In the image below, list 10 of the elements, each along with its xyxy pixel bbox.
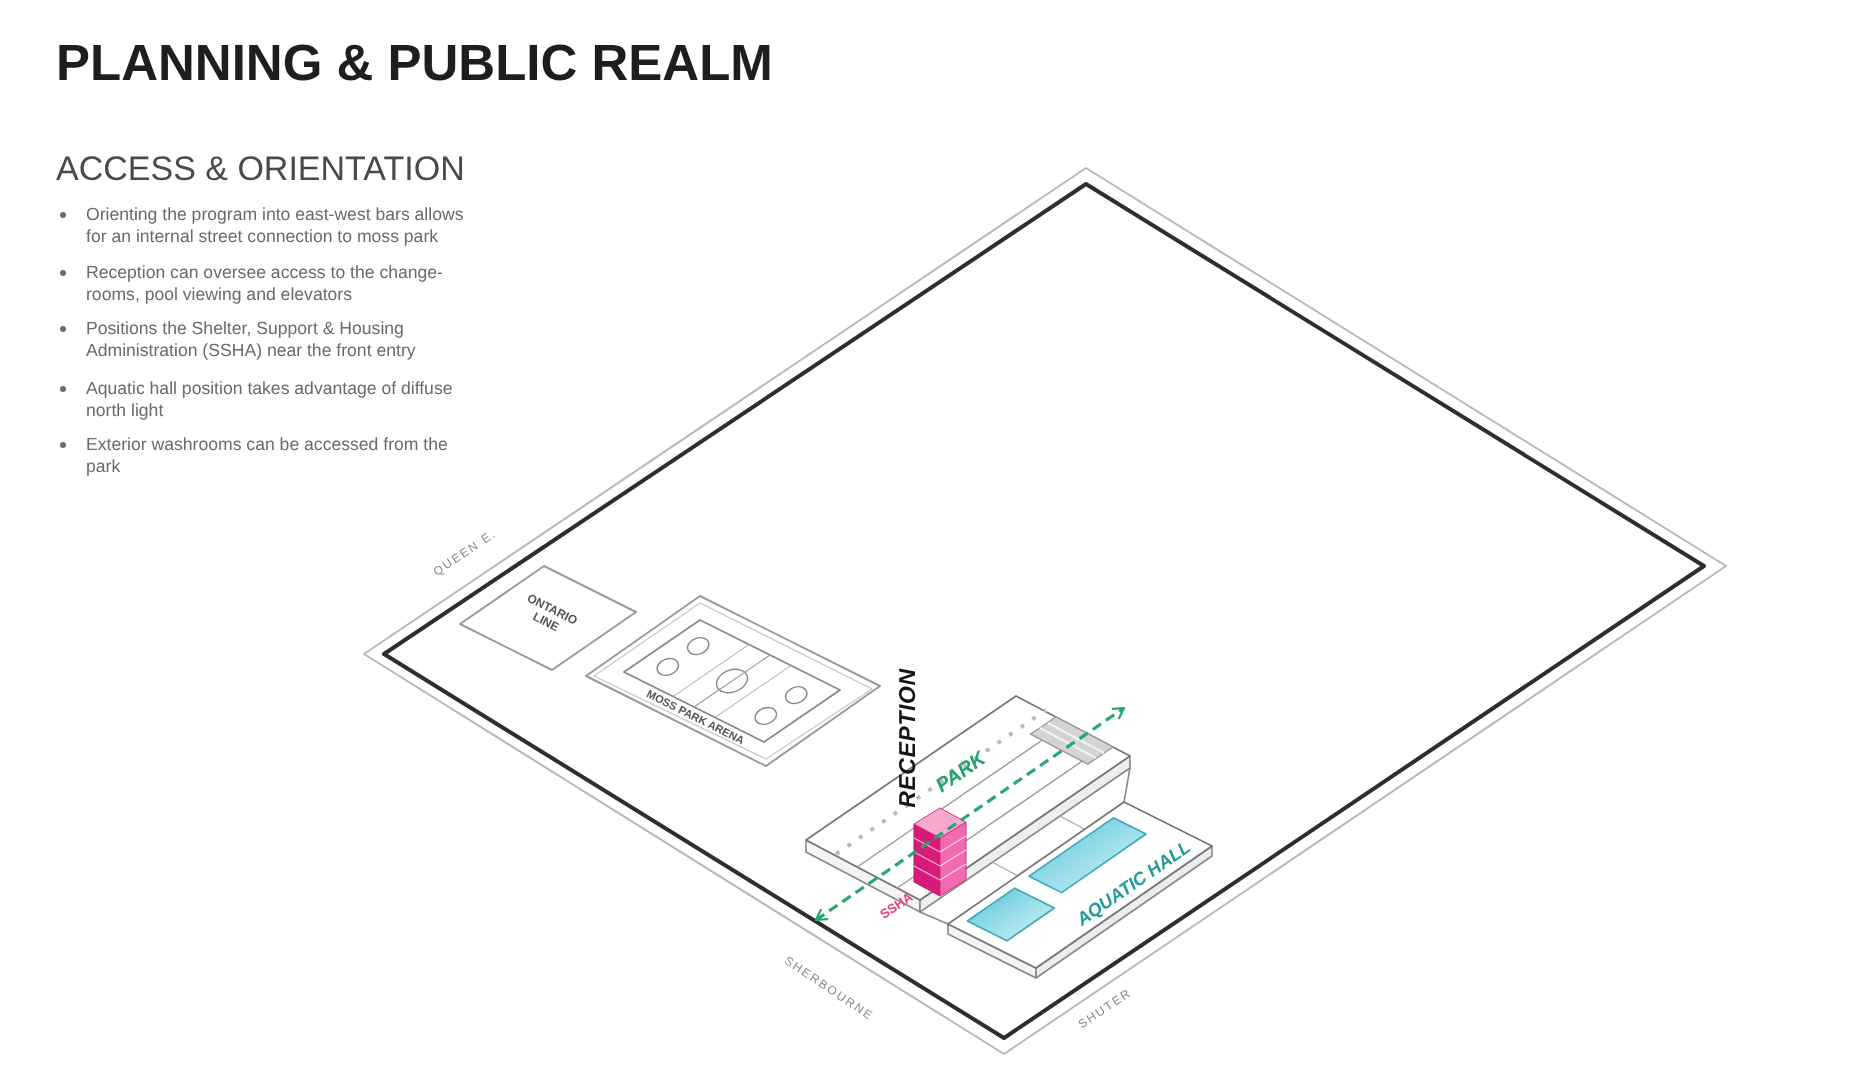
- aquatic-hall-building: [944, 796, 1216, 984]
- page-title: PLANNING & PUBLIC REALM: [56, 36, 773, 95]
- section-heading: ACCESS & ORIENTATION: [56, 150, 465, 190]
- area-label: RECEPTION: [898, 668, 922, 808]
- bullet-text: Reception can oversee access to the change-rooms, pool viewing and elevators: [86, 262, 445, 306]
- bullet-text: Exterior washrooms can be accessed from the park: [86, 434, 450, 478]
- arena-outline: [580, 590, 886, 772]
- bullet-text: Orienting the program into east-west bars allows for an internal street connection to moss park: [86, 204, 466, 248]
- bullet-text: Aquatic hall position takes advantage of diffuse north light: [86, 378, 455, 422]
- bullet-text: Positions the Shelter, Support & Housing Administration (SSHA) near the front entry: [86, 318, 418, 362]
